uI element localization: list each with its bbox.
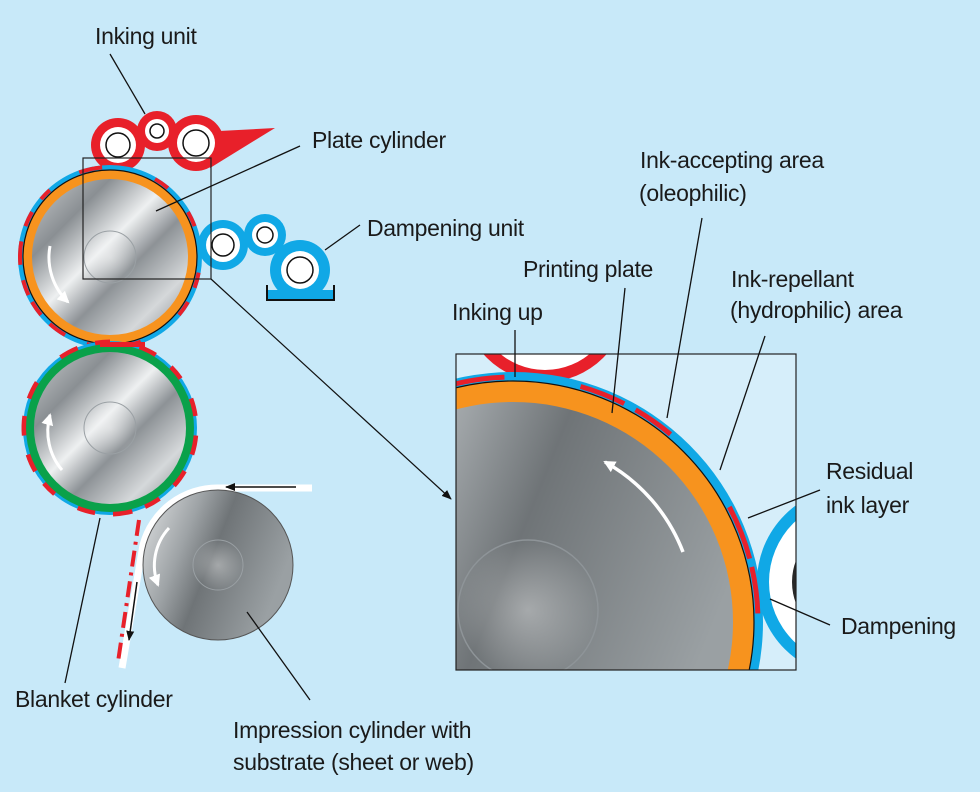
label-ink-accepting-1: Ink-accepting area [640, 147, 824, 173]
detail-ink-segment [634, 407, 673, 437]
plate-ink-segment [78, 165, 103, 175]
blanket-ink-segment [59, 345, 79, 360]
label-ink-accepting-2: (oleophilic) [639, 180, 747, 206]
label-dampening: Dampening [841, 613, 956, 639]
blanket-ink-segment [25, 453, 38, 473]
blanket-ink-segment [138, 344, 157, 358]
water-trough [266, 285, 335, 301]
plate-ink-segment [23, 211, 34, 227]
plate-ink-segment [30, 300, 43, 317]
rotation-arrow [47, 245, 70, 304]
blanket-ink-segment [76, 505, 96, 516]
detail-ink-segment [456, 374, 505, 387]
label-residual-1: Residual [826, 458, 913, 484]
label-ink-repellant-1: Ink-repellant [731, 266, 855, 292]
label-ink-repellant-2: (hydrophilic) area [730, 297, 903, 323]
plate-cylinder [18, 165, 202, 349]
label-inking-up: Inking up [452, 299, 543, 325]
leader-lines [64, 53, 831, 701]
plate-ink-segment [21, 279, 31, 296]
plate-ink-segment [186, 211, 197, 227]
detail-ink-segment [579, 384, 626, 406]
blanket-ink-segment [143, 496, 161, 509]
rotation-arrow [41, 413, 64, 471]
blanket-ink-segment [21, 415, 28, 436]
label-impression-2: substrate (sheet or web) [233, 749, 474, 775]
label-plate-cylinder: Plate cylinder [312, 127, 447, 153]
label-inking-unit: Inking unit [95, 23, 197, 49]
inking-unit [91, 111, 275, 172]
blanket-ink-segment [172, 469, 187, 488]
rotation-arrow [148, 526, 171, 587]
detail-zoom-view [455, 353, 797, 671]
impression-cylinder [142, 489, 294, 641]
plate-ink-segment [18, 241, 24, 266]
detail-selection-box [82, 157, 212, 280]
blanket-ink-segment [189, 435, 199, 456]
label-impression-1: Impression cylinder with [233, 717, 471, 743]
detail-rotation-arrow [603, 460, 685, 553]
blanket-cylinder [21, 339, 199, 517]
label-printing-plate: Printing plate [523, 256, 653, 282]
detail-ink-segment [749, 566, 761, 614]
detail-connector [210, 278, 452, 500]
detail-ink-segment [727, 505, 753, 560]
substrate-web [118, 484, 312, 669]
label-blanket-cylinder: Blanket cylinder [15, 686, 173, 712]
blanket-ink-segment [42, 481, 57, 496]
blanket-ink-segment [26, 381, 40, 400]
plate-ink-segment [48, 322, 67, 337]
blanket-ink-segment [188, 397, 198, 417]
plate-ink-segment [153, 177, 170, 190]
plate-ink-segment [39, 188, 52, 201]
dampening-unit [198, 214, 335, 301]
blanket-ink-segment [169, 365, 183, 381]
plate-ink-segment [177, 300, 190, 317]
label-dampening-unit: Dampening unit [367, 215, 525, 241]
label-residual-2: ink layer [826, 492, 910, 518]
delivery-arrow [126, 581, 138, 641]
plate-ink-segment [192, 272, 201, 289]
blanket-ink-segment [112, 508, 133, 517]
